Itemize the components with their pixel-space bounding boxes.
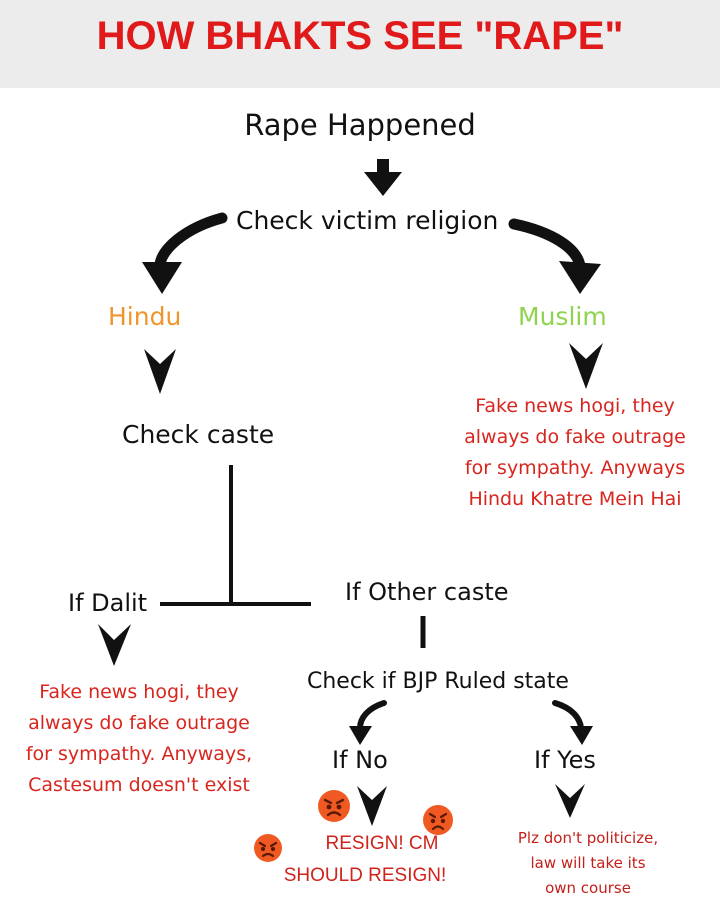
outcome-muslim: Fake news hogi, they always do fake outr… <box>440 391 710 515</box>
angry-face-icon <box>318 790 350 822</box>
title-banner: HOW BHAKTS SEE "RAPE" <box>0 0 720 88</box>
outcome-line: for sympathy. Anyways, <box>25 743 253 765</box>
curved-arrow-icon <box>349 700 387 745</box>
angry-face-icon <box>254 834 282 862</box>
node-rape-happened: Rape Happened <box>244 108 476 142</box>
outcome-line: RESIGN! CM <box>325 833 439 854</box>
outcome-line: Fake news hogi, they <box>39 681 239 703</box>
page-title: HOW BHAKTS SEE "RAPE" <box>96 14 624 58</box>
curved-arrow-icon <box>552 700 593 745</box>
node-if-no: If No <box>332 746 388 774</box>
down-arrow-icon <box>364 159 402 196</box>
outcome-line: Plz don't politicize, <box>517 829 659 847</box>
outcome-line: always do fake outrage <box>28 712 250 734</box>
node-if-other-caste: If Other caste <box>345 578 509 606</box>
node-check-bjp: Check if BJP Ruled state <box>307 669 569 694</box>
chevron-down-icon <box>357 786 387 826</box>
node-if-dalit: If Dalit <box>68 589 148 617</box>
node-hindu: Hindu <box>108 302 182 331</box>
node-check-religion: Check victim religion <box>236 206 499 235</box>
outcome-line: law will take its <box>530 854 646 872</box>
outcome-line: Hindu Khatre Mein Hai <box>468 488 682 510</box>
chevron-down-icon <box>555 784 585 818</box>
chevron-down-icon <box>144 349 176 394</box>
angry-face-icon <box>423 805 453 835</box>
outcome-line: own course <box>545 879 631 897</box>
outcome-line: SHOULD RESIGN! <box>283 865 447 886</box>
outcome-line: for sympathy. Anyways <box>464 457 686 479</box>
curved-arrow-icon <box>508 218 601 294</box>
node-check-caste: Check caste <box>122 420 275 449</box>
curved-arrow-icon <box>142 212 228 294</box>
node-muslim: Muslim <box>518 302 607 331</box>
outcome-line: always do fake outrage <box>464 426 686 448</box>
outcome-line: Castesum doesn't exist <box>28 774 250 796</box>
outcome-yes: Plz don't politicize, law will take its … <box>488 826 688 901</box>
chevron-down-icon <box>98 624 131 666</box>
outcome-no: RESIGN! CM SHOULD RESIGN! <box>250 828 480 892</box>
outcome-dalit: Fake news hogi, they always do fake outr… <box>4 677 274 801</box>
chevron-down-icon <box>569 343 603 389</box>
outcome-line: Fake news hogi, they <box>475 395 675 417</box>
node-if-yes: If Yes <box>534 746 596 774</box>
